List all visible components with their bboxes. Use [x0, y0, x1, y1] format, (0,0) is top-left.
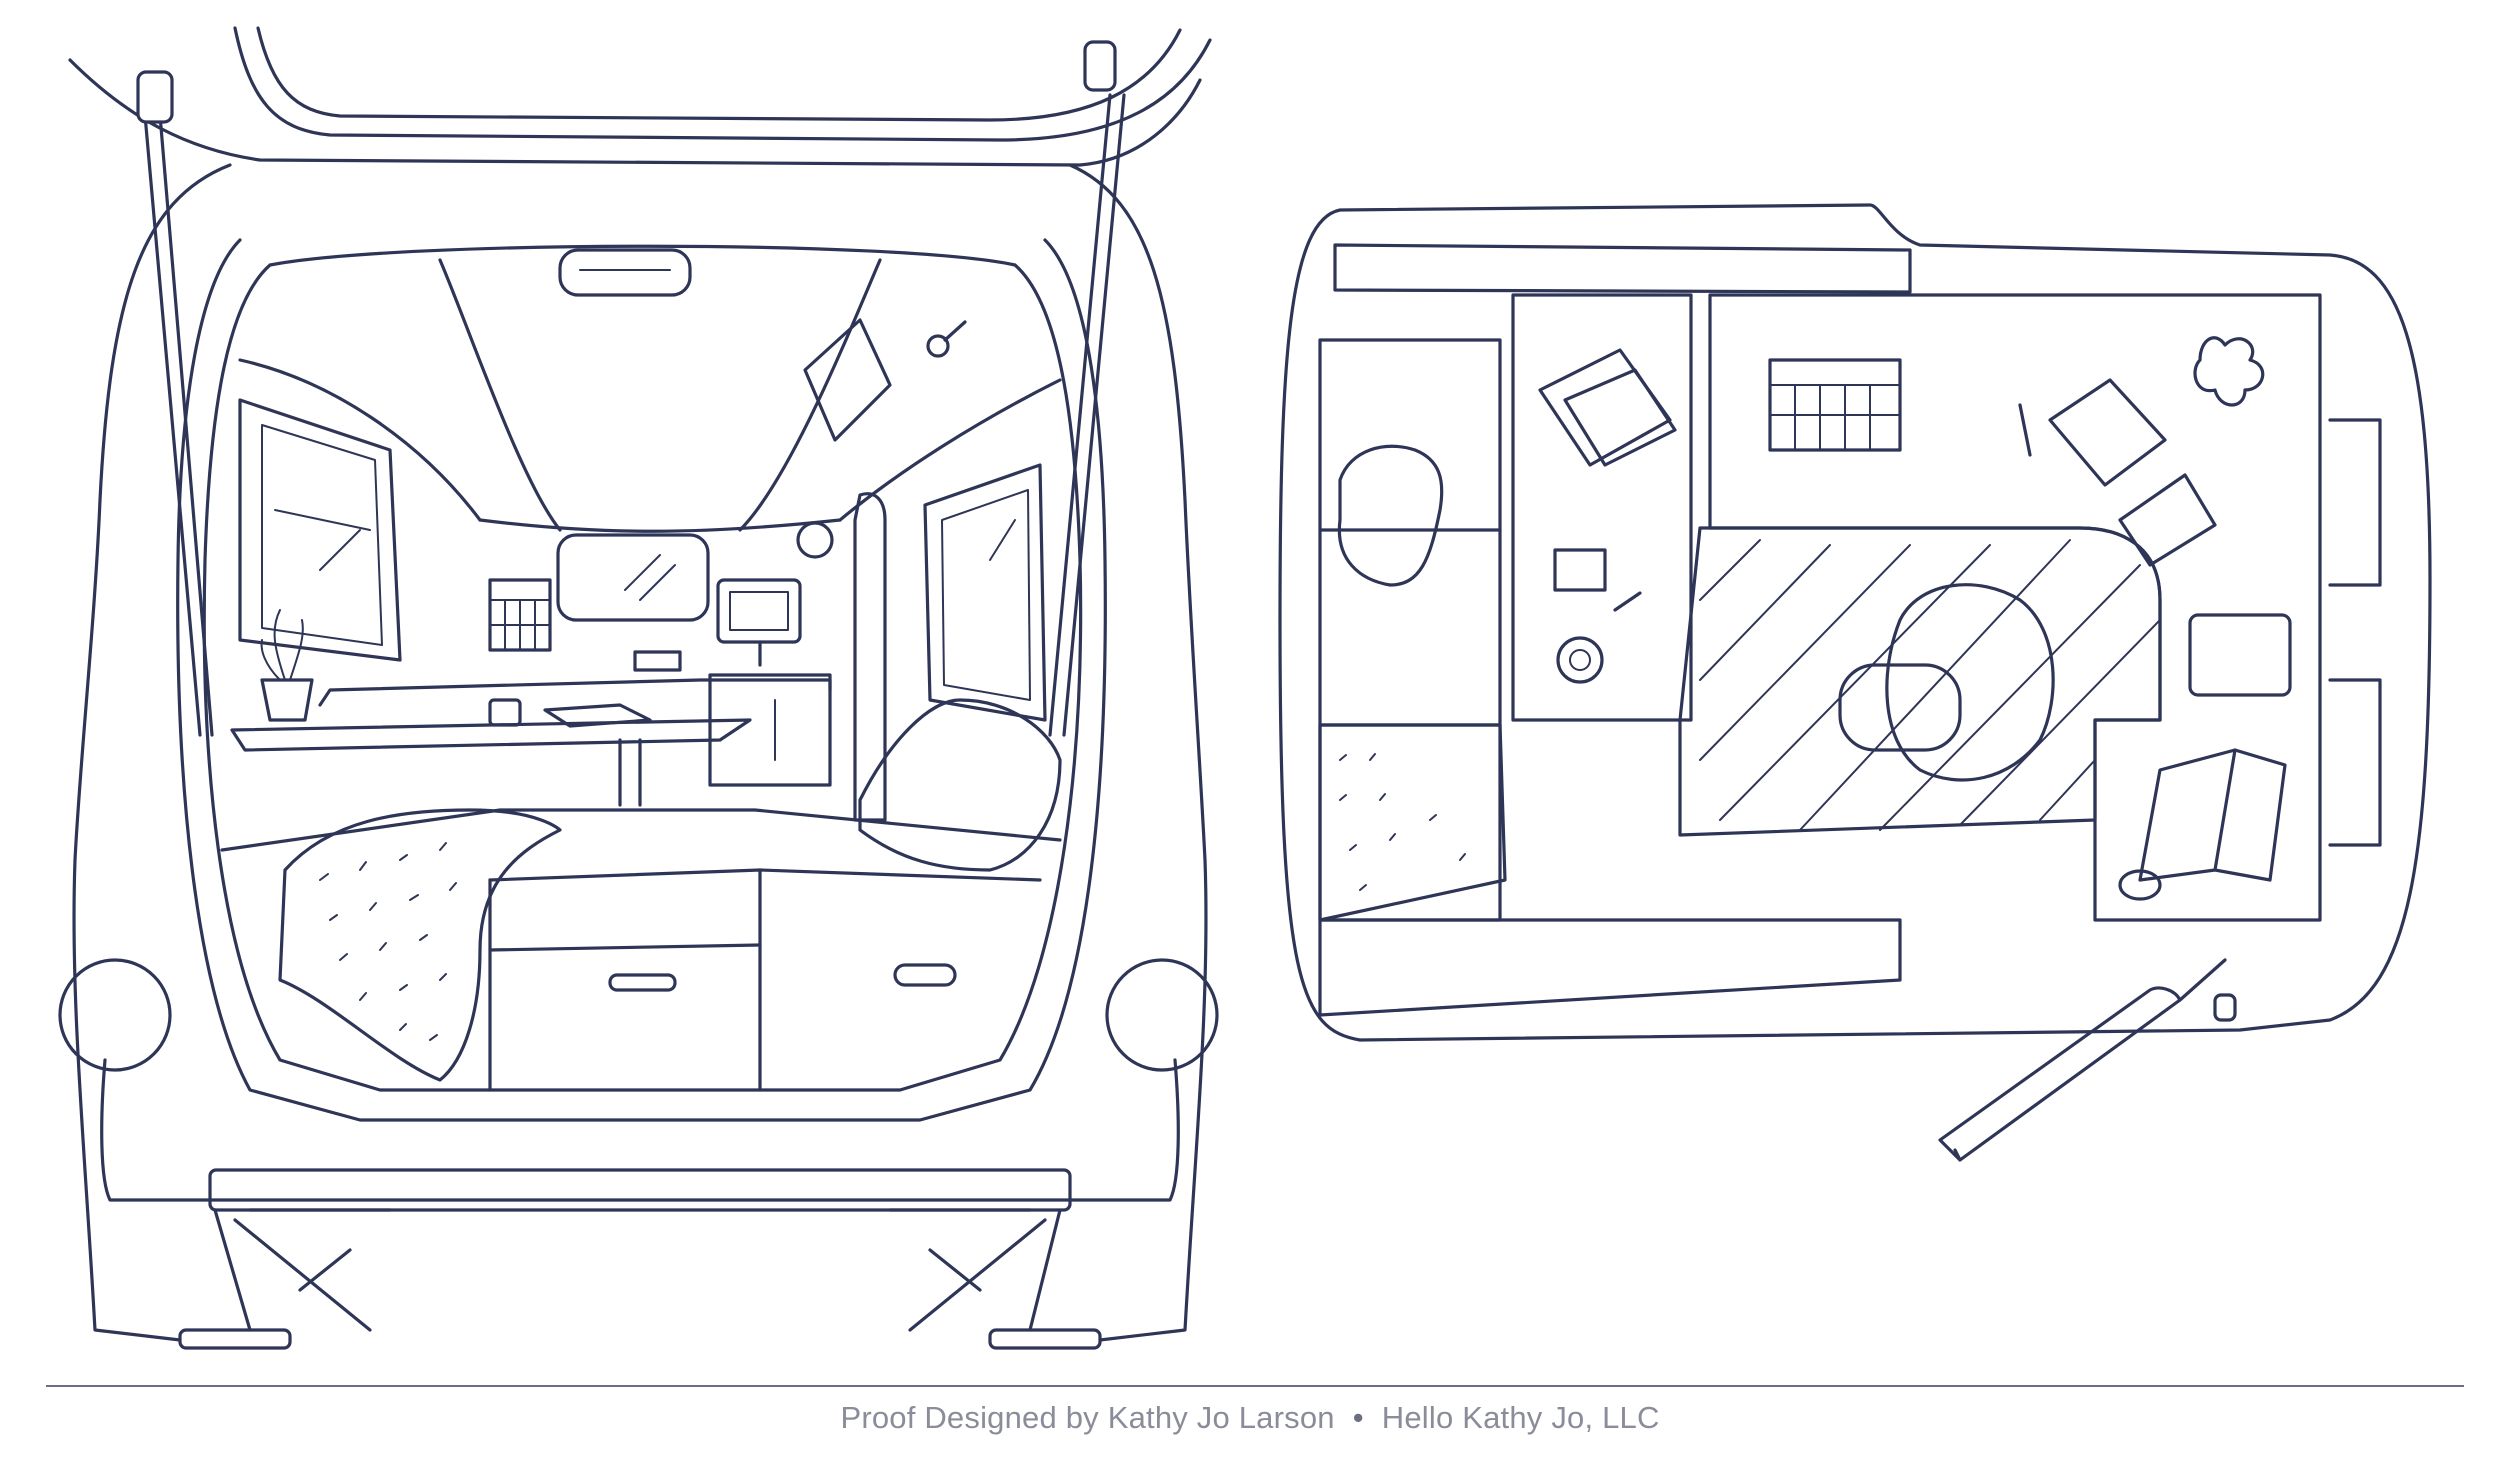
van-floorplan-illustration [1278, 203, 2432, 1162]
footer-credit: Proof Designed by Kathy Jo Larson [840, 1400, 1335, 1435]
footer-company: Hello Kathy Jo, LLC [1381, 1400, 1660, 1435]
footer-separator: • [1352, 1400, 1364, 1435]
footer-divider [46, 1385, 2464, 1387]
footer: Proof Designed by Kathy Jo Larson • Hello … [0, 1400, 2500, 1436]
van-rear-illustration [58, 26, 1219, 1350]
